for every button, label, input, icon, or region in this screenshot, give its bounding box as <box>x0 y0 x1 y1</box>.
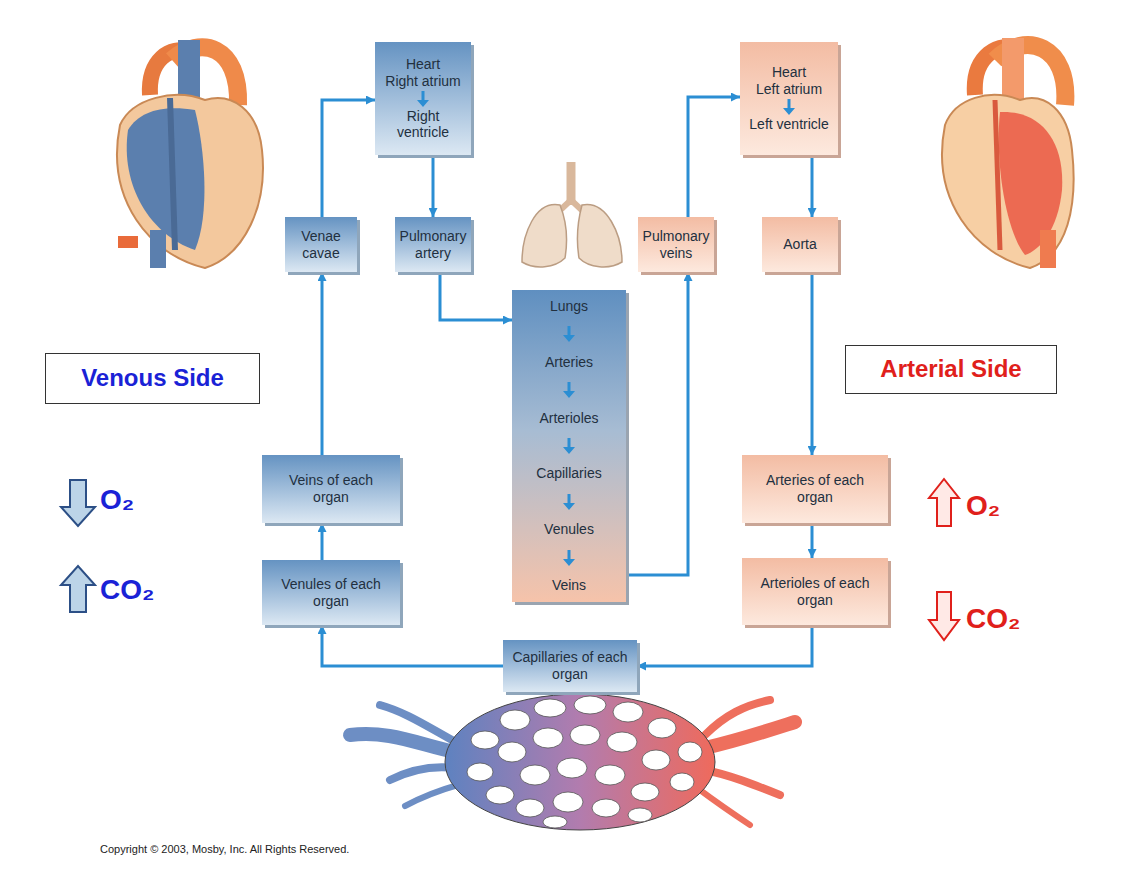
gas-label: CO₂ <box>100 574 154 606</box>
box-text: Aorta <box>783 236 816 253</box>
box-text: Veins of each organ <box>270 472 392 506</box>
side-label-box: Venous Side <box>45 353 260 404</box>
heart-arterial <box>942 38 1074 268</box>
flow-arrow <box>563 326 575 342</box>
flow-arrow <box>783 99 795 115</box>
flow-arrow <box>563 494 575 510</box>
gas-label: O₂ <box>100 484 134 516</box>
vessel-box: Venae cavae <box>285 217 357 272</box>
box-text: Arterial Side <box>880 355 1021 384</box>
flow-connector <box>322 625 503 666</box>
heart-box: HeartRight atriumRight ventricle <box>375 42 471 155</box>
gas-label: O₂ <box>966 490 1000 522</box>
organ-box: Veins of each organ <box>262 455 400 523</box>
flow-arrow <box>417 91 429 107</box>
flow-arrow <box>563 382 575 398</box>
box-text: Left atrium <box>756 81 822 98</box>
box-heading: Heart <box>772 64 806 81</box>
box-heading: Heart <box>406 56 440 73</box>
box-text: Veins <box>552 577 586 594</box>
flow-connector <box>811 155 814 217</box>
organ-box: Venules of each organ <box>262 560 400 625</box>
box-text: Arteries of each organ <box>750 472 880 506</box>
box-text: Capillaries <box>536 465 601 482</box>
box-text: Right atrium <box>385 73 460 90</box>
box-text: Arterioles of each organ <box>750 575 880 609</box>
heart-venous <box>117 40 263 268</box>
box-text: Arteries <box>545 354 593 371</box>
gas-label: CO₂ <box>966 603 1020 635</box>
copyright-note: Copyright © 2003, Mosby, Inc. All Rights… <box>100 843 349 855</box>
box-text: Pulmonary artery <box>400 228 467 262</box>
flow-arrow <box>563 438 575 454</box>
box-heading: Lungs <box>550 298 588 315</box>
vessel-box: Pulmonary veins <box>638 217 714 272</box>
flow-arrow <box>563 550 575 566</box>
heart-box: HeartLeft atriumLeft ventricle <box>740 42 838 155</box>
box-text: Venules <box>544 521 594 538</box>
box-text: Venous Side <box>81 364 224 393</box>
vessel-box: Pulmonary artery <box>395 217 471 272</box>
vessel-box: Aorta <box>762 217 838 272</box>
lung-column: LungsArteriesArteriolesCapillariesVenule… <box>512 290 626 602</box>
flow-connector <box>321 523 324 560</box>
box-text: Venae cavae <box>293 228 349 262</box>
organ-box: Capillaries of each organ <box>503 640 637 692</box>
box-text: Left ventricle <box>749 116 828 133</box>
organ-box: Arteries of each organ <box>742 455 888 523</box>
box-text: Pulmonary veins <box>643 228 710 262</box>
flow-connector <box>440 272 512 320</box>
box-text: Venules of each organ <box>270 576 392 610</box>
flow-connector <box>811 272 814 455</box>
flow-connector <box>811 523 814 558</box>
organ-box: Arterioles of each organ <box>742 558 888 625</box>
flow-connector <box>626 272 688 575</box>
side-label-box: Arterial Side <box>845 345 1057 394</box>
flow-connector <box>322 100 375 217</box>
box-text: Right ventricle <box>383 108 463 142</box>
capillary-bed <box>350 694 795 830</box>
lungs-picture <box>522 162 622 267</box>
flow-connector <box>688 97 740 217</box>
flow-connector <box>432 155 435 217</box>
box-text: Capillaries of each organ <box>511 649 629 683</box>
flow-connector <box>637 625 812 666</box>
flow-connector <box>321 272 324 455</box>
box-text: Arterioles <box>539 410 598 427</box>
